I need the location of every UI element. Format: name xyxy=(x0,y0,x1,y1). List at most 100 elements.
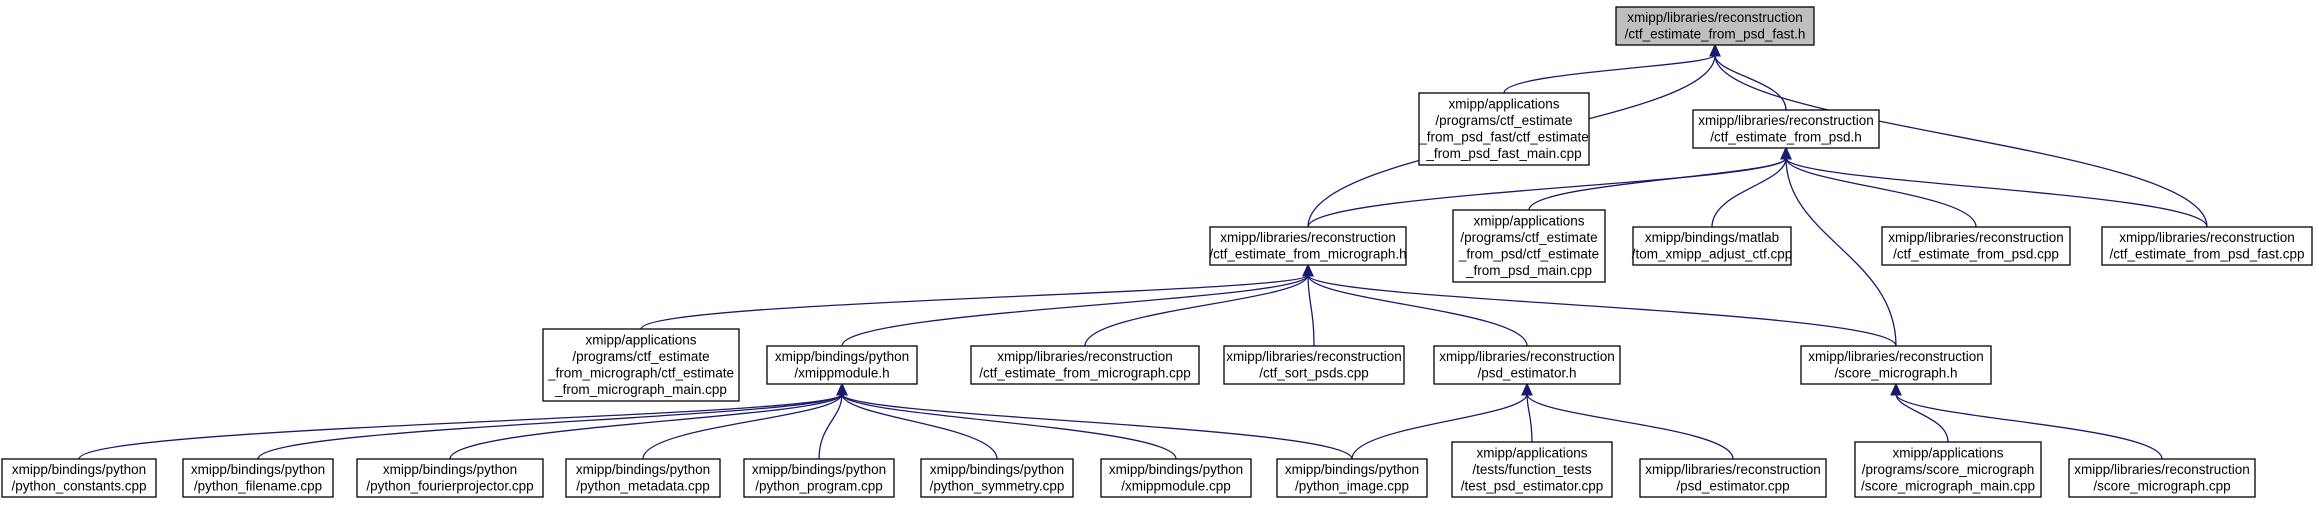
file-node[interactable]: xmipp/libraries/reconstruction/ctf_estim… xyxy=(1209,226,1407,266)
node-box xyxy=(1276,458,1428,498)
file-node[interactable]: xmipp/libraries/reconstruction/psd_estim… xyxy=(1639,458,1827,498)
edge-n7-to-n2 xyxy=(1785,157,2208,228)
file-node[interactable]: xmipp/libraries/reconstruction/score_mic… xyxy=(2068,458,2256,498)
file-node[interactable]: xmipp/bindings/python/xmippmodule.h xyxy=(766,345,918,385)
node-box xyxy=(2068,458,2256,498)
node-label-line: xmipp/applications xyxy=(585,333,696,348)
file-node[interactable]: xmipp/bindings/matlab/tom_xmipp_adjust_c… xyxy=(1632,226,1793,266)
edge-n11-to-n3 xyxy=(1307,274,1315,347)
node-label-line: xmipp/bindings/python xyxy=(775,349,909,364)
file-node[interactable]: xmipp/bindings/python/python_program.cpp xyxy=(743,458,895,498)
file-node[interactable]: xmipp/applications/programs/ctf_estimate… xyxy=(542,328,740,402)
edge-n4-to-n2 xyxy=(1528,157,1787,211)
node-label-line: xmipp/bindings/python xyxy=(1285,462,1419,477)
file-node[interactable]: xmipp/applications/programs/ctf_estimate… xyxy=(1452,209,1606,283)
edge-n2-to-n0 xyxy=(1714,54,1787,111)
file-node[interactable]: xmipp/bindings/python/python_image.cpp xyxy=(1276,458,1428,498)
node-label-line: /python_image.cpp xyxy=(1295,479,1409,494)
node-label-line: /programs/ctf_estimate xyxy=(1460,230,1597,245)
node-label-line: /programs/score_micrograph xyxy=(1862,462,2035,477)
node-box xyxy=(1418,92,1590,166)
file-node[interactable]: xmipp/libraries/reconstruction/ctf_estim… xyxy=(970,345,1200,385)
file-node[interactable]: xmipp/libraries/reconstruction/ctf_estim… xyxy=(2101,226,2313,266)
node-box xyxy=(1800,345,1992,385)
file-node[interactable]: xmipp/applications/tests/function_tests/… xyxy=(1451,441,1613,498)
node-label-line: xmipp/libraries/reconstruction xyxy=(2119,230,2295,245)
edge-n9-to-n3 xyxy=(841,274,1309,347)
node-box xyxy=(1451,441,1613,498)
file-node[interactable]: xmipp/libraries/reconstruction/ctf_estim… xyxy=(1881,226,2071,266)
file-node[interactable]: xmipp/libraries/reconstruction/ctf_estim… xyxy=(1692,109,1880,149)
edge-n14-to-n9 xyxy=(78,393,843,460)
edge-n23-to-n12 xyxy=(1526,393,1734,460)
edge-n7-to-n0 xyxy=(1714,54,2208,228)
file-node[interactable]: xmipp/bindings/python/python_fourierproj… xyxy=(356,458,544,498)
node-label-line: xmipp/libraries/reconstruction xyxy=(1698,113,1874,128)
node-box xyxy=(1692,109,1880,149)
node-label-line: _from_psd_main.cpp xyxy=(1465,263,1592,278)
nodes-layer: xmipp/libraries/reconstruction/ctf_estim… xyxy=(1,6,2313,498)
file-node[interactable]: xmipp/libraries/reconstruction/psd_estim… xyxy=(1433,345,1621,385)
file-node[interactable]: xmipp/applications/programs/ctf_estimate… xyxy=(1418,92,1590,166)
node-label-line: /programs/ctf_estimate xyxy=(1435,113,1572,128)
node-label-line: xmipp/bindings/python xyxy=(12,462,146,477)
edge-n1-to-n0 xyxy=(1503,54,1716,94)
node-label-line: xmipp/bindings/python xyxy=(191,462,325,477)
node-label-line: xmipp/libraries/reconstruction xyxy=(1226,349,1402,364)
file-node[interactable]: xmipp/applications/programs/score_microg… xyxy=(1854,441,2042,498)
node-label-line: /score_micrograph_main.cpp xyxy=(1861,478,2035,493)
file-node[interactable]: xmipp/bindings/python/python_filename.cp… xyxy=(182,458,334,498)
node-label-line: _from_micrograph_main.cpp xyxy=(554,382,727,397)
node-label-line: /ctf_estimate_from_psd.h xyxy=(1710,130,1862,145)
node-label-line: xmipp/libraries/reconstruction xyxy=(1627,10,1803,25)
arrowhead-n13-to-n2 xyxy=(1780,146,1792,160)
node-label-line: /ctf_sort_psds.cpp xyxy=(1259,366,1369,381)
file-node[interactable]: xmipp/bindings/python/xmippmodule.cpp xyxy=(1100,458,1252,498)
node-label-line: /score_micrograph.cpp xyxy=(2093,479,2230,494)
node-box xyxy=(565,458,721,498)
node-label-line: /tests/function_tests xyxy=(1472,462,1592,477)
node-box xyxy=(1615,6,1815,46)
node-box xyxy=(356,458,544,498)
node-label-line: /psd_estimator.h xyxy=(1477,366,1576,381)
node-label-line: /ctf_estimate_from_psd_fast.cpp xyxy=(2109,247,2304,262)
node-box xyxy=(1100,458,1252,498)
node-box xyxy=(1632,226,1792,266)
node-box xyxy=(2101,226,2313,266)
node-label-line: /python_symmetry.cpp xyxy=(930,479,1065,494)
node-label-line: _from_micrograph/ctf_estimate xyxy=(547,366,734,381)
edge-n13-to-n2 xyxy=(1785,157,1897,347)
file-node[interactable]: xmipp/bindings/python/python_symmetry.cp… xyxy=(920,458,1074,498)
node-box xyxy=(182,458,334,498)
node-box xyxy=(1639,458,1827,498)
edge-n8-to-n3 xyxy=(640,274,1309,330)
node-label-line: /python_program.cpp xyxy=(755,479,883,494)
edge-n25-to-n13 xyxy=(1895,393,2163,460)
file-node[interactable]: xmipp/libraries/reconstruction/score_mic… xyxy=(1800,345,1992,385)
edge-n18-to-n9 xyxy=(818,393,843,460)
node-box xyxy=(920,458,1074,498)
node-label-line: _from_psd_fast_main.cpp xyxy=(1425,146,1581,161)
node-box xyxy=(1433,345,1621,385)
edge-n5-to-n2 xyxy=(1711,157,1787,228)
file-node[interactable]: xmipp/bindings/python/python_metadata.cp… xyxy=(565,458,721,498)
node-label-line: xmipp/bindings/python xyxy=(383,462,517,477)
edges-layer xyxy=(78,43,2208,460)
node-label-line: /test_psd_estimator.cpp xyxy=(1461,478,1604,493)
node-label-line: xmipp/libraries/reconstruction xyxy=(1888,230,2064,245)
node-label-line: xmipp/applications xyxy=(1448,97,1559,112)
node-label-line: /tom_xmipp_adjust_ctf.cpp xyxy=(1632,247,1793,262)
edge-n21-to-n12 xyxy=(1351,393,1528,460)
arrowhead-n25-to-n13 xyxy=(1890,382,1902,396)
file-node[interactable]: xmipp/libraries/reconstruction/ctf_sort_… xyxy=(1223,345,1405,385)
node-label-line: xmipp/libraries/reconstruction xyxy=(1439,349,1615,364)
node-label-line: xmipp/bindings/python xyxy=(1109,462,1243,477)
root-file-node[interactable]: xmipp/libraries/reconstruction/ctf_estim… xyxy=(1615,6,1815,46)
edge-n21-to-n9 xyxy=(841,393,1353,460)
node-box xyxy=(542,328,740,402)
node-label-line: /ctf_estimate_from_micrograph.h xyxy=(1209,247,1406,262)
node-label-line: /xmippmodule.h xyxy=(794,366,889,381)
node-box xyxy=(1452,209,1606,283)
file-node[interactable]: xmipp/bindings/python/python_constants.c… xyxy=(1,458,157,498)
node-label-line: xmipp/libraries/reconstruction xyxy=(2074,462,2250,477)
